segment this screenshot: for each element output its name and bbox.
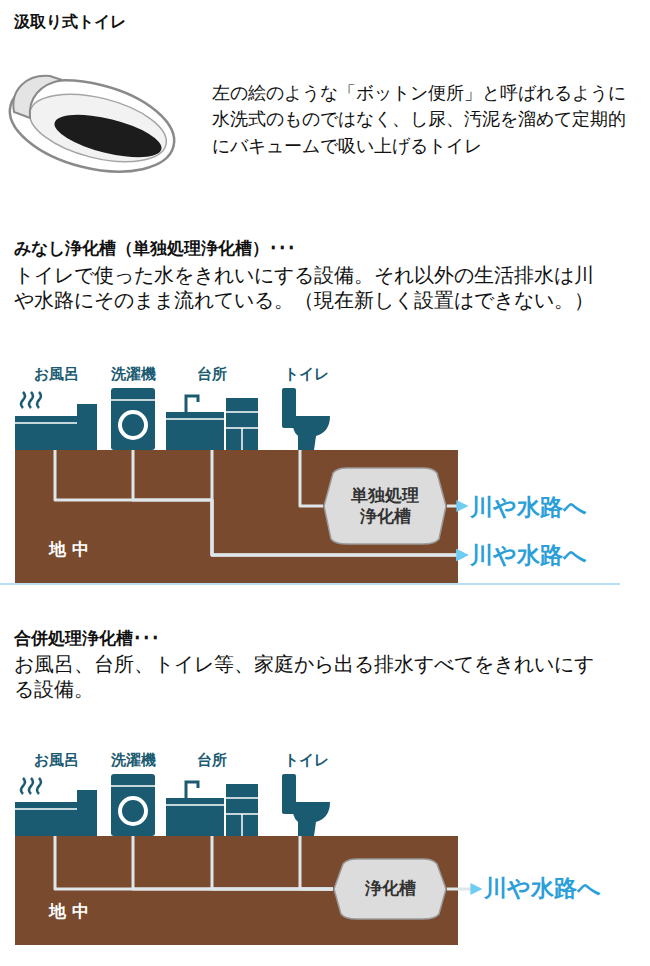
toilet-outer xyxy=(0,65,183,187)
fixture-icon: 台所 xyxy=(166,750,258,836)
washer-door xyxy=(118,410,148,440)
fixture-icon: お風呂 xyxy=(15,750,97,836)
cabinet-line xyxy=(226,411,258,413)
counter xyxy=(166,412,224,450)
outflow-text: 川や水路へ xyxy=(470,492,587,522)
washer-body xyxy=(111,774,155,836)
washer-door xyxy=(118,796,148,826)
drain-pipe xyxy=(212,836,333,889)
fixture-symbol xyxy=(15,774,97,836)
washer-window xyxy=(122,800,144,822)
washer-panel xyxy=(111,785,155,787)
tank-label: 単独処理浄化槽 xyxy=(348,485,421,528)
drain-pipe xyxy=(212,450,466,555)
squat-toilet-illustration xyxy=(0,65,183,187)
ground-label: 地中 xyxy=(49,538,95,561)
outflow-label: 川や水路へ xyxy=(484,873,601,903)
faucet xyxy=(186,396,198,412)
fixture-symbol xyxy=(278,388,334,450)
washer-body xyxy=(111,388,155,450)
steam-line xyxy=(21,778,25,794)
fixture-label: 洗濯機 xyxy=(111,364,156,384)
fixture-symbol xyxy=(278,774,334,836)
fixture-label: 台所 xyxy=(197,364,227,384)
drain-pipe xyxy=(300,450,323,506)
fixture-symbol xyxy=(15,388,97,450)
fixture-symbol xyxy=(108,774,158,836)
counter-edge xyxy=(166,804,224,806)
fixture-label: お風呂 xyxy=(34,364,79,384)
counter-edge xyxy=(166,418,224,420)
cabinet-line xyxy=(241,814,243,836)
fixture-icon: トイレ xyxy=(278,364,334,450)
bathtub-rim xyxy=(15,808,77,810)
fixture-label: トイレ xyxy=(284,364,329,384)
steam-line xyxy=(29,778,33,794)
tank-label: 浄化槽 xyxy=(353,878,426,899)
septic-tank: 浄化槽 xyxy=(333,858,447,920)
section-heading: みなし浄化槽（単独処理浄化槽）･･･ xyxy=(14,238,634,259)
washer-panel xyxy=(111,399,155,401)
drain-pipe xyxy=(447,505,466,508)
bathtub-body xyxy=(15,416,79,450)
outflow-label: 川や水路へ xyxy=(470,540,587,570)
drain-pipe xyxy=(133,836,333,889)
drain-pipe xyxy=(133,450,466,555)
outflow-text: 川や水路へ xyxy=(484,873,601,903)
counter xyxy=(166,798,224,836)
ground-label: 地中 xyxy=(49,900,95,923)
fixture-label: トイレ xyxy=(284,750,329,770)
tank-outline xyxy=(334,859,446,919)
bathtub-back xyxy=(77,404,97,450)
toilet-rim xyxy=(23,82,173,174)
drain-pipe xyxy=(447,888,480,891)
bathtub-rim xyxy=(15,422,77,424)
septic-tank: 単独処理浄化槽 xyxy=(323,467,447,545)
ground-band xyxy=(15,450,458,583)
ground-band: 地中 単独処理浄化槽 xyxy=(15,450,458,583)
bathtub-body xyxy=(15,802,79,836)
description-text: お風呂、台所、トイレ等、家庭から出る排水すべてをきれいにする設備。 xyxy=(14,652,606,702)
fixture-icon: トイレ xyxy=(278,750,334,836)
fixture-label: お風呂 xyxy=(34,750,79,770)
fixture-icon: 洗濯機 xyxy=(108,364,158,450)
drain-pipe xyxy=(300,836,333,889)
cabinet-line xyxy=(226,797,258,799)
fixture-label: 洗濯機 xyxy=(111,750,156,770)
cabinet xyxy=(226,398,258,450)
description-text: トイレで使った水をきれいにする設備。それ以外の生活排水は川や水路にそのまま流れて… xyxy=(14,263,606,313)
toilet-bowl xyxy=(292,802,330,836)
drain-pipe xyxy=(55,836,333,889)
ground-band: 地中 浄化槽 xyxy=(15,836,458,945)
description-text: 左の絵のような「ボットン便所」と呼ばれるように水洗式のものではなく、し尿、汚泥を… xyxy=(212,80,642,159)
toilet-hole xyxy=(51,106,166,166)
steam-line xyxy=(21,392,25,408)
steam-line xyxy=(37,392,41,408)
fixture-symbol xyxy=(166,774,258,836)
baseline xyxy=(0,583,620,585)
toilet-bowl xyxy=(292,416,330,450)
steam-line xyxy=(37,778,41,794)
section-heading: 合併処理浄化槽･･･ xyxy=(14,628,634,649)
steam-line xyxy=(29,392,33,408)
drain-pipe xyxy=(55,450,466,555)
fixture-symbol xyxy=(108,388,158,450)
section-heading: 汲取り式トイレ xyxy=(14,12,414,33)
fixture-label: 台所 xyxy=(197,750,227,770)
fixture-symbol xyxy=(166,388,258,450)
cabinet xyxy=(226,784,258,836)
outflow-label: 川や水路へ xyxy=(470,492,587,522)
cabinet-line xyxy=(241,428,243,450)
fixture-icon: お風呂 xyxy=(15,364,97,450)
fixture-icon: 台所 xyxy=(166,364,258,450)
washer-window xyxy=(122,414,144,436)
bathtub-back xyxy=(77,790,97,836)
tank-outline xyxy=(324,468,446,544)
fixture-icon: 洗濯機 xyxy=(108,750,158,836)
toilet-hood xyxy=(13,76,62,118)
outflow-text: 川や水路へ xyxy=(470,540,587,570)
ground-band xyxy=(15,836,458,945)
faucet xyxy=(186,782,198,798)
